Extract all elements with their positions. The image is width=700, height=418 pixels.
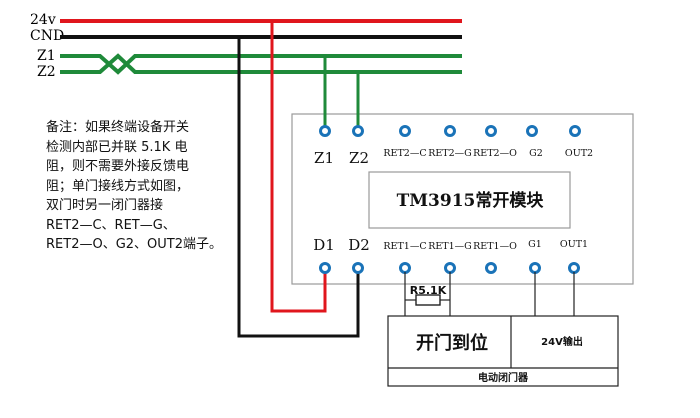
terminal-label-z1: Z1: [314, 149, 334, 167]
bus-label-24v: 24v: [30, 12, 56, 28]
module-title-box: [368, 171, 571, 229]
terminal-label-ret1-g: RET1—G: [428, 241, 472, 252]
terminal-ret1-g-screw: [444, 262, 456, 274]
terminal-ret1-o-screw: [485, 262, 497, 274]
terminal-d1-screw: [319, 262, 331, 274]
terminal-label-out1: OUT1: [560, 239, 588, 250]
door-closer-name: 电动闭门器: [478, 371, 529, 384]
terminal-label-ret2-g: RET2—G: [428, 148, 472, 159]
terminal-ret2-g-screw: [444, 125, 456, 137]
terminal-ret2-o-screw: [485, 125, 497, 137]
note-line: 双门时另一闭门器接: [46, 198, 164, 213]
terminal-z2-screw: [352, 125, 364, 137]
resistor: [405, 294, 450, 306]
module-title: TM3915常开模块: [397, 190, 545, 211]
top-terminal-row: [319, 125, 581, 137]
note-line: RET2—O、G2、OUT2端子。: [46, 237, 222, 252]
terminal-ret1-c-screw: [399, 262, 411, 274]
door-closer-box: [387, 315, 619, 387]
terminal-g1-screw: [529, 262, 541, 274]
note-line: RET2—C、RET—G、: [46, 217, 176, 233]
wiring-note: 备注：如果终端设备开关 检测内部已并联 5.1K 电 阻，则不需要外接反馈电 阻…: [46, 118, 256, 255]
resistor-label: R5.1K: [410, 284, 447, 297]
note-line: 检测内部已并联 5.1K 电: [46, 139, 188, 155]
note-line: 阻；单门接线方式如图，: [46, 178, 190, 194]
terminal-label-g2: G2: [529, 148, 543, 159]
terminal-label-ret1-c: RET1—C: [383, 241, 426, 252]
terminal-g2-screw: [526, 125, 538, 137]
bottom-terminal-row: [319, 262, 580, 274]
terminal-label-ret1-o: RET1—O: [473, 241, 517, 252]
terminal-label-z2: Z2: [349, 149, 369, 167]
terminal-out1-screw: [568, 262, 580, 274]
bus-label-z1: Z1: [37, 48, 56, 64]
wire-gnd-to-d2: [237, 37, 360, 338]
bus-label-gnd: CND: [30, 28, 64, 44]
door-closer-output-label: 24V输出: [541, 335, 583, 348]
terminal-out2-screw: [569, 125, 581, 137]
terminal-label-ret2-o: RET2—O: [473, 148, 517, 159]
terminal-label-d2: D2: [348, 236, 370, 254]
terminal-label-out2: OUT2: [565, 148, 593, 159]
terminal-label-g1: G1: [528, 239, 542, 250]
terminal-d2-screw: [352, 262, 364, 274]
note-line: 备注：如果终端设备开关: [46, 120, 190, 135]
wire-24v-to-d1: [270, 21, 327, 313]
terminal-label-d1: D1: [313, 236, 335, 254]
bus-line-z1: [60, 54, 462, 75]
door-closer-main-label: 开门到位: [416, 332, 488, 354]
terminal-z1-screw: [319, 125, 331, 137]
bus-label-z2: Z2: [37, 64, 56, 80]
terminal-label-ret2-c: RET2—C: [383, 148, 426, 159]
bus-line-z2: [60, 53, 462, 74]
terminal-ret2-c-screw: [399, 125, 411, 137]
note-line: 阻，则不需要外接反馈电: [46, 159, 190, 174]
